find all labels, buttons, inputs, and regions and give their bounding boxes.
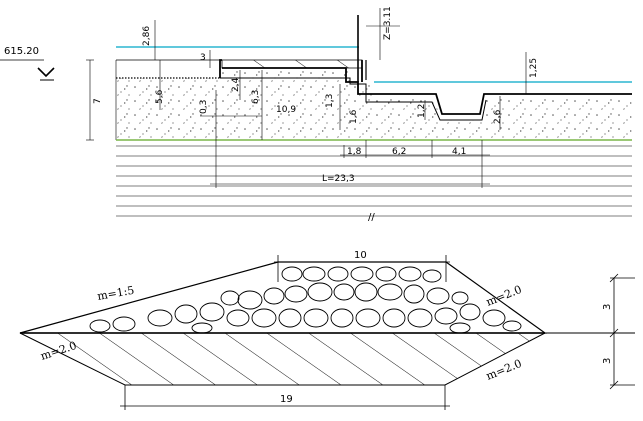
svg-text://: // xyxy=(368,212,375,223)
dim-7: 7 xyxy=(93,98,103,104)
dim-1-2: 1,2 xyxy=(417,104,427,118)
bottom-width: 19 xyxy=(280,394,293,405)
top-width: 10 xyxy=(354,250,367,261)
stratum-lines xyxy=(116,145,632,217)
dim-2-4: 2,4 xyxy=(231,77,241,92)
hatched-beam xyxy=(221,59,363,69)
dim-10-9: 10,9 xyxy=(276,105,296,115)
weir-profile xyxy=(219,59,222,78)
elevation-marker: 615.20 xyxy=(0,46,55,81)
dim-3: 3 xyxy=(200,53,206,63)
dim-1-3: 1,3 xyxy=(325,94,335,108)
dim-2-86: 2,86 xyxy=(142,26,152,46)
height-upper: 3 xyxy=(602,304,613,310)
upper-longitudinal-section: 615.20 / xyxy=(0,6,632,223)
dim-6-3: 6,3 xyxy=(251,90,261,104)
height-lower: 3 xyxy=(602,358,613,364)
length-label: L=23,3 xyxy=(322,174,355,184)
elevation-label: 615.20 xyxy=(4,46,39,57)
dim-4-1: 4,1 xyxy=(452,147,466,157)
slope-upstream-top: m=1:5 xyxy=(96,284,135,303)
dim-5-6: 5,6 xyxy=(155,89,165,104)
lower-cross-section: 10 19 3 3 m=1:5 m=2.0 m=2.0 m=2.0 xyxy=(19,250,635,410)
dim-6-2: 6,2 xyxy=(392,147,406,157)
dim-1-6: 1,6 xyxy=(349,109,359,124)
dim-2-6: 2,6 xyxy=(493,109,503,124)
dim-0-3: 0,3 xyxy=(199,100,209,114)
dim-1-25: 1,25 xyxy=(529,58,539,78)
dim-z: Z=3.11 xyxy=(383,6,393,40)
hatched-core xyxy=(19,332,546,386)
concrete-body xyxy=(116,68,632,138)
stones xyxy=(89,266,522,334)
dim-1-8: 1,8 xyxy=(347,147,362,157)
